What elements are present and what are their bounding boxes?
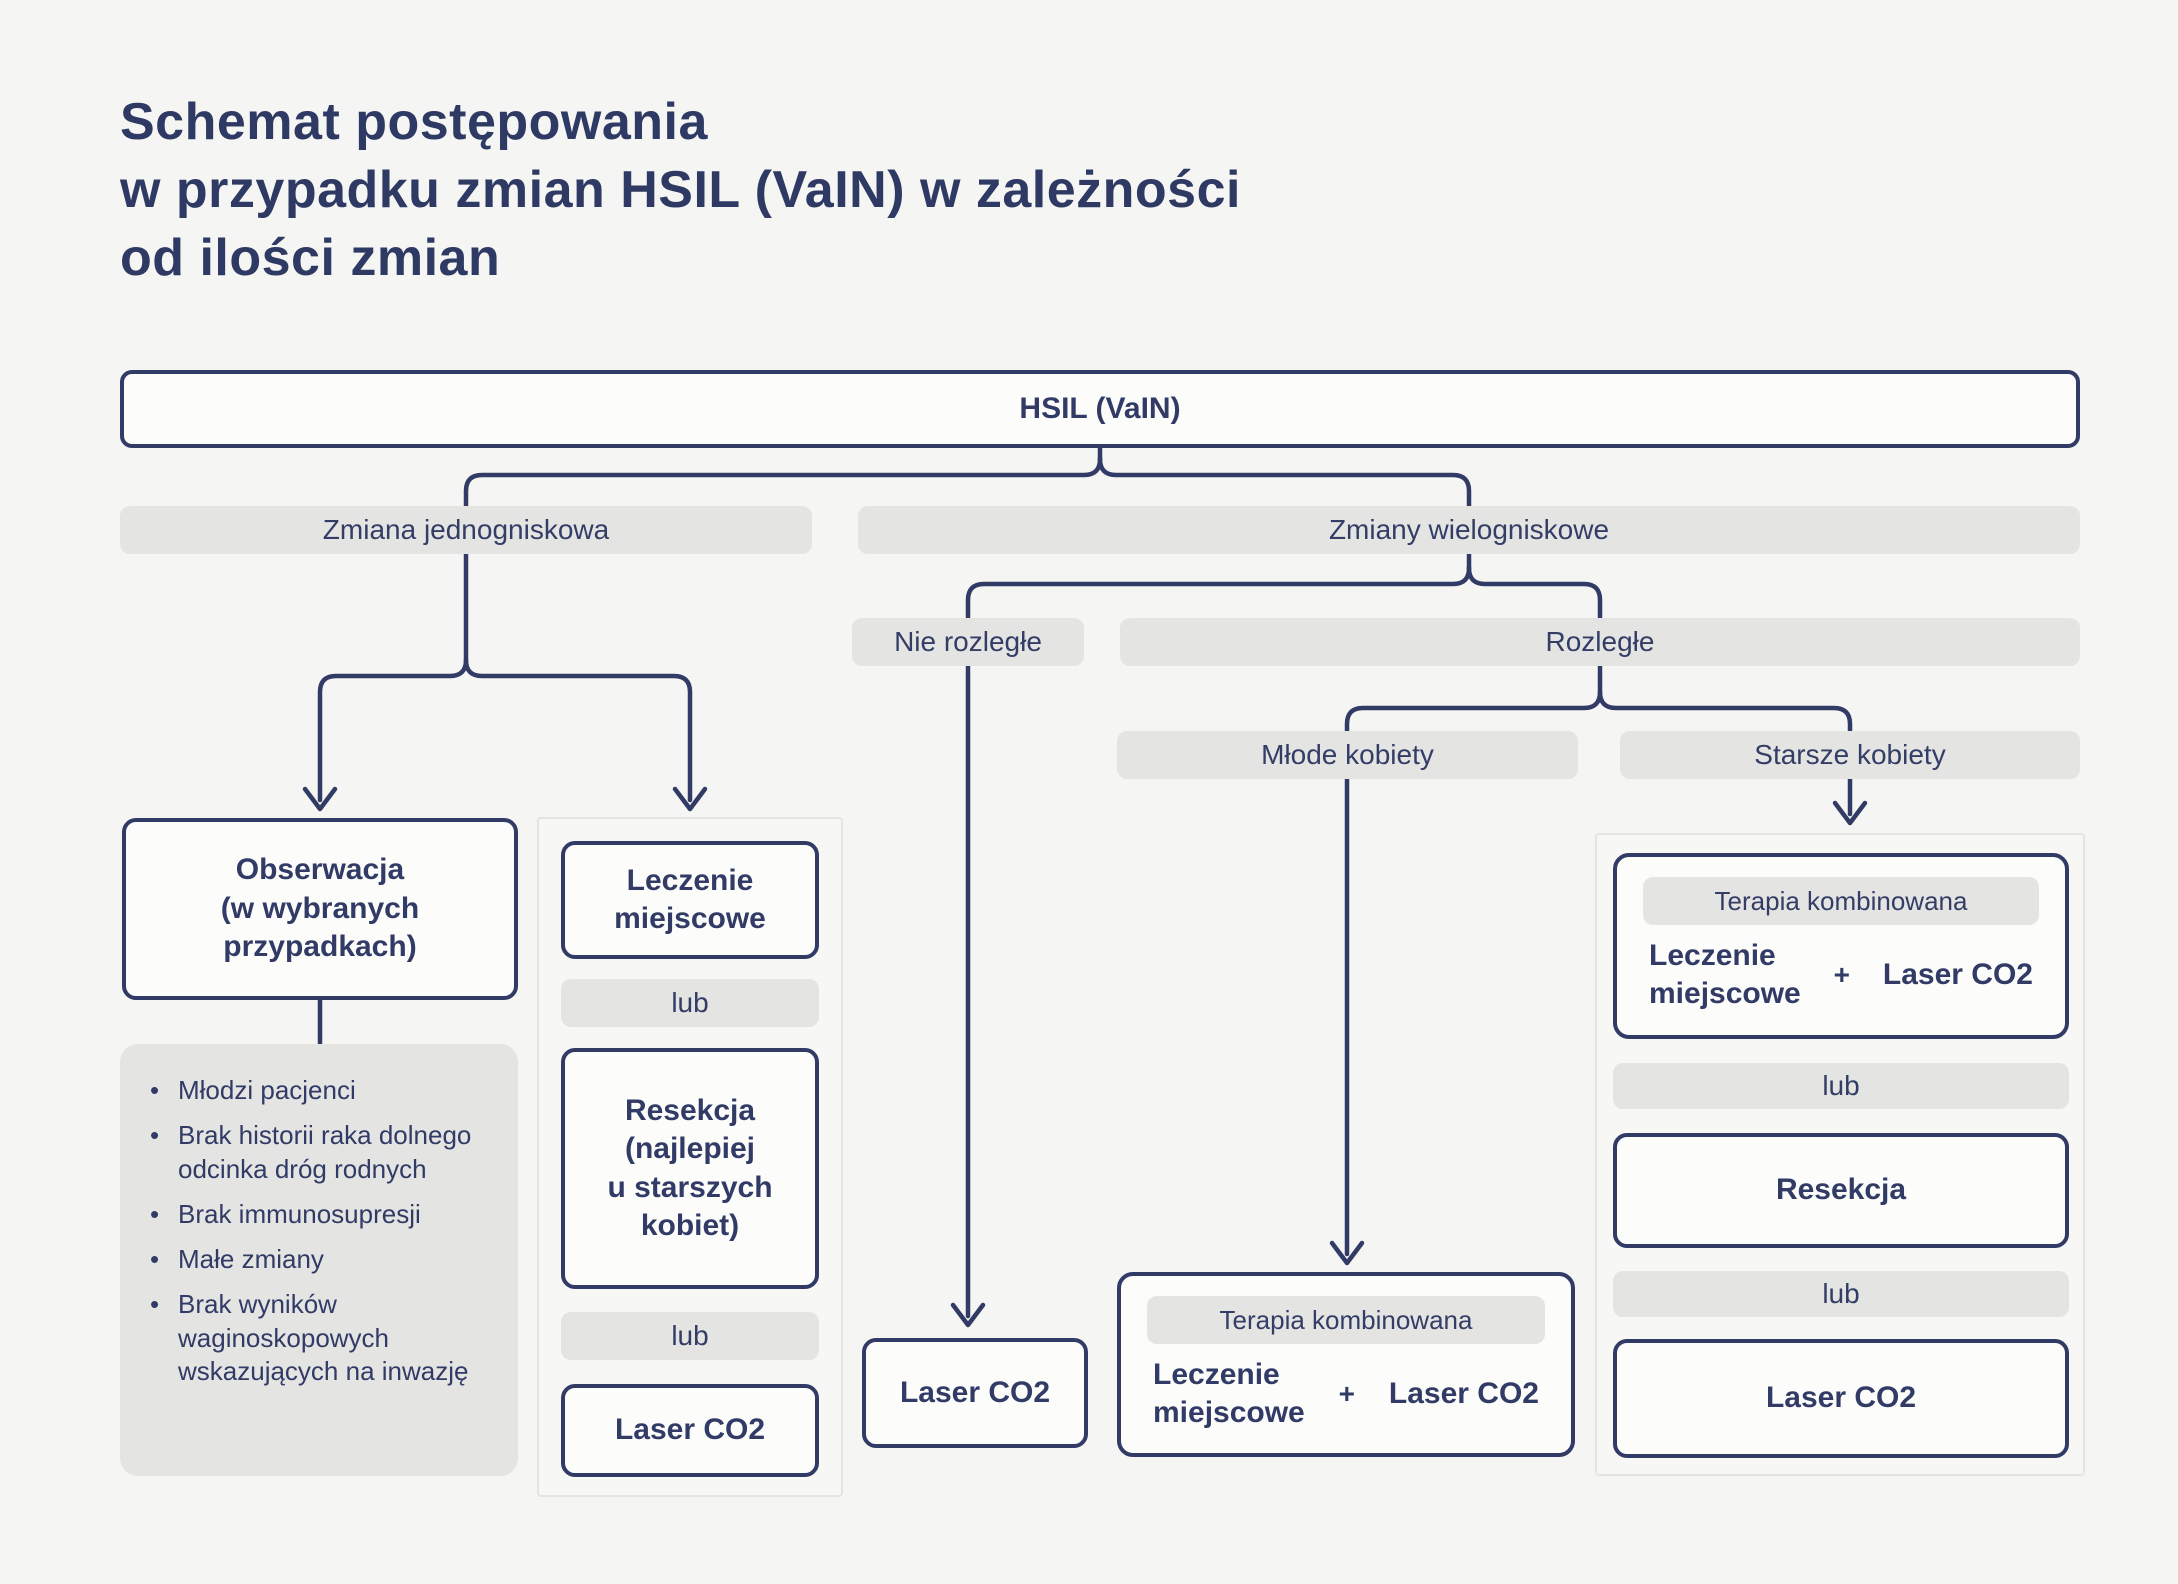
combined-left-line-1: Leczenie <box>1649 939 1776 972</box>
title-line-2: w przypadku zmian HSIL (VaIN) w zależnoś… <box>120 161 1241 219</box>
node-observation-label: Obserwacja (w wybranych przypadkach) <box>221 851 419 966</box>
arrowhead-older <box>1832 800 1868 826</box>
resection-line-4: kobiet) <box>640 1208 740 1242</box>
or-separator-3: lub <box>1613 1063 2069 1109</box>
or-separator-1-label: lub <box>671 987 709 1018</box>
combined-left-line-2: miejscowe <box>1153 1395 1305 1429</box>
criteria-item: Brak immunosupresji <box>144 1198 494 1232</box>
node-observation: Obserwacja (w wybranych przypadkach) <box>122 818 518 1000</box>
connector-multi-right <box>1466 565 1603 621</box>
combined-therapy-row: Leczenie miejscowe + Laser CO2 <box>1147 1356 1545 1431</box>
node-single-focal-label: Zmiana jednogniskowa <box>322 514 610 545</box>
resection-line-3: u starszych <box>607 1170 773 1204</box>
node-laser-co2-not-extensive: Laser CO2 <box>862 1338 1088 1448</box>
node-extensive-label: Rozległe <box>1545 626 1655 657</box>
combined-left-line-1: Leczenie <box>1153 1358 1280 1391</box>
node-resection-best-older: Resekcja (najlepiej u starszych kobiet) <box>561 1048 819 1289</box>
node-laser-co2-local-column-label: Laser CO2 <box>614 1413 766 1447</box>
combined-therapy-right: Laser CO2 <box>1388 1376 1539 1410</box>
observation-line-3: przypadkach) <box>223 930 417 964</box>
node-single-focal: Zmiana jednogniskowa <box>120 506 812 554</box>
connector-single-right <box>463 657 693 803</box>
resection-line-1: Resekcja <box>624 1093 756 1127</box>
title-line-1: Schemat postępowania <box>120 93 708 151</box>
combined-therapy-left: Leczenie miejscowe <box>1153 1356 1305 1431</box>
node-extensive: Rozległe <box>1120 618 2080 666</box>
combined-therapy-tag-label: Terapia kombinowana <box>1714 885 1968 916</box>
combined-therapy-tag: Terapia kombinowana <box>1147 1296 1545 1344</box>
combined-therapy-left: Leczenie miejscowe <box>1649 937 1801 1012</box>
combined-therapy-tag-label: Terapia kombinowana <box>1219 1304 1473 1335</box>
connector-single-left <box>317 657 469 803</box>
node-multi-focal-label: Zmiany wielogniskowe <box>1328 514 1610 545</box>
or-separator-4: lub <box>1613 1271 2069 1317</box>
node-local-treatment: Leczenie miejscowe <box>561 841 819 959</box>
node-older-women-label: Starsze kobiety <box>1754 739 1946 770</box>
node-older-women: Starsze kobiety <box>1620 731 2080 779</box>
node-combined-therapy-older: Terapia kombinowana Leczenie miejscowe +… <box>1613 853 2069 1039</box>
arrowhead-young <box>1329 1240 1365 1266</box>
node-multi-focal: Zmiany wielogniskowe <box>858 506 2080 554</box>
node-combined-therapy-young: Terapia kombinowana Leczenie miejscowe +… <box>1117 1272 1575 1457</box>
node-resection-best-older-label: Resekcja (najlepiej u starszych kobiet) <box>607 1092 772 1246</box>
observation-criteria-box: Młodzi pacjenci Brak historii raka dolne… <box>120 1044 518 1476</box>
connector-multi-left <box>965 565 1472 1319</box>
criteria-list: Młodzi pacjenci Brak historii raka dolne… <box>144 1074 494 1388</box>
combined-left-line-2: miejscowe <box>1649 976 1801 1010</box>
title-line-3: od ilości zmian <box>120 229 501 287</box>
arrowhead-laser-mid <box>950 1302 986 1328</box>
local-treatment-line-1: Leczenie <box>626 863 754 897</box>
connector-extensive-right <box>1597 689 1853 734</box>
or-separator-1: lub <box>561 979 819 1027</box>
node-hsil-vain-label: HSIL (VaIN) <box>1019 391 1181 425</box>
node-young-women: Młode kobiety <box>1117 731 1578 779</box>
node-resection-older: Resekcja <box>1613 1133 2069 1248</box>
criteria-item: Brak wyników waginoskopowych wskazującyc… <box>144 1288 494 1388</box>
criteria-item: Małe zmiany <box>144 1243 494 1277</box>
node-not-extensive: Nie rozległe <box>852 618 1084 666</box>
or-separator-2-label: lub <box>671 1320 709 1351</box>
or-separator-2: lub <box>561 1312 819 1360</box>
criteria-item: Młodzi pacjenci <box>144 1074 494 1108</box>
node-laser-co2-older-label: Laser CO2 <box>1765 1381 1917 1415</box>
node-laser-co2-local-column: Laser CO2 <box>561 1384 819 1477</box>
page-title: Schemat postępowania w przypadku zmian H… <box>120 88 1241 292</box>
arrowhead-observation <box>302 786 338 812</box>
plus-sign: + <box>1833 958 1851 990</box>
combined-therapy-tag: Terapia kombinowana <box>1643 877 2039 925</box>
node-local-treatment-label: Leczenie miejscowe <box>614 862 766 939</box>
or-separator-3-label: lub <box>1822 1070 1860 1101</box>
node-young-women-label: Młode kobiety <box>1261 739 1434 770</box>
resection-line-2: (najlepiej <box>624 1132 756 1166</box>
observation-line-2: (w wybranych <box>220 891 420 925</box>
or-separator-4-label: lub <box>1822 1278 1860 1309</box>
observation-line-1: Obserwacja <box>235 853 405 887</box>
node-laser-co2-not-extensive-label: Laser CO2 <box>899 1375 1051 1409</box>
connector-root-right <box>1097 456 1472 509</box>
criteria-item: Brak historii raka dolnego odcinka dróg … <box>144 1119 494 1186</box>
combined-therapy-row: Leczenie miejscowe + Laser CO2 <box>1643 937 2039 1012</box>
node-laser-co2-older: Laser CO2 <box>1613 1339 2069 1458</box>
connector-extensive-left <box>1344 689 1603 734</box>
node-resection-older-label: Resekcja <box>1775 1173 1907 1207</box>
node-not-extensive-label: Nie rozległe <box>894 626 1042 657</box>
combined-therapy-right: Laser CO2 <box>1882 957 2033 991</box>
node-hsil-vain: HSIL (VaIN) <box>120 370 2080 448</box>
connector-root-left <box>463 456 1103 509</box>
local-treatment-line-2: miejscowe <box>614 902 766 935</box>
plus-sign: + <box>1338 1377 1356 1409</box>
arrowhead-local-column <box>672 786 708 812</box>
